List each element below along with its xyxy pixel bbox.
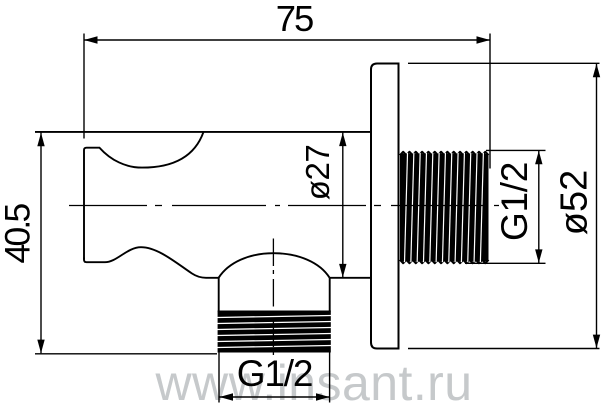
svg-text:G1/2: G1/2 (494, 162, 535, 241)
svg-text:75: 75 (276, 0, 313, 39)
svg-text:ø52: ø52 (553, 170, 595, 235)
svg-text:ø27: ø27 (299, 145, 336, 200)
svg-text:www.insant.ru: www.insant.ru (154, 355, 472, 407)
svg-text:G1/2: G1/2 (237, 353, 312, 394)
svg-text:40.5: 40.5 (0, 204, 37, 264)
